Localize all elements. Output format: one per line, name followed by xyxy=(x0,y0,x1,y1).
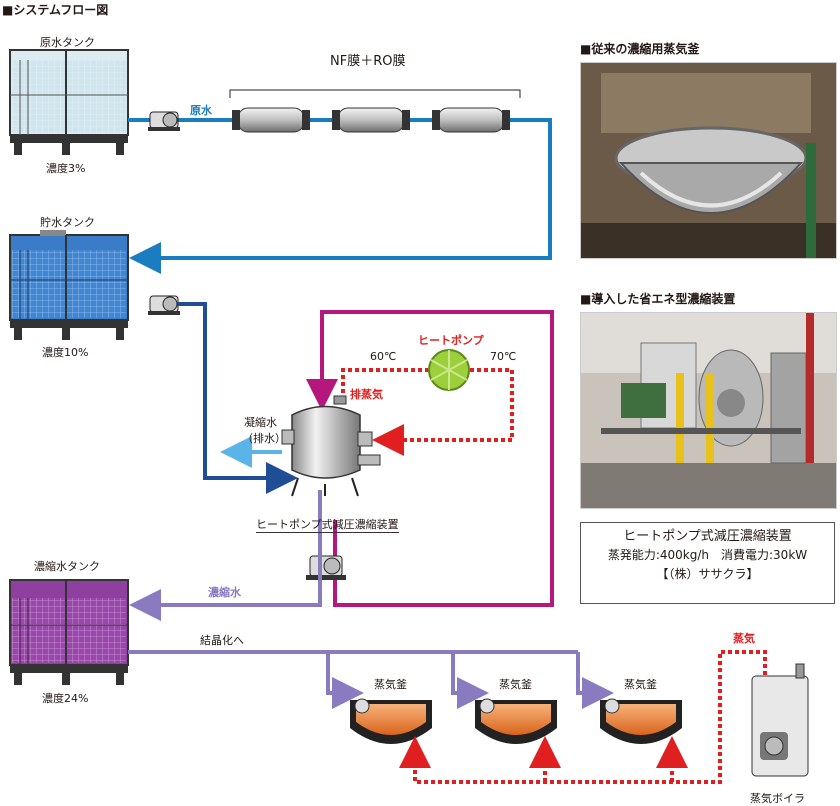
concentrate-tank xyxy=(9,579,129,685)
raw-water-tank xyxy=(9,49,129,155)
kettle-label-2: 蒸気釜 xyxy=(499,678,532,691)
raw-tank-concentration: 濃度3% xyxy=(46,162,86,175)
new-device-photo xyxy=(580,312,837,509)
storage-pump xyxy=(148,295,180,315)
conventional-kettle-photo xyxy=(580,62,837,259)
membrane-modules xyxy=(229,89,521,133)
page-title: ■システムフロー図 xyxy=(2,3,109,17)
condensate-label: 凝縮水 xyxy=(244,416,277,429)
heat-pump xyxy=(428,349,470,391)
storage-tank xyxy=(9,230,129,340)
drain-label: （排水） xyxy=(242,432,286,445)
concentrator-vessel xyxy=(281,395,381,497)
spec-title: ヒートポンプ式減圧濃縮装置 xyxy=(623,529,792,544)
spec-maker: 【（株）ササクラ】 xyxy=(656,567,759,581)
kettle-1 xyxy=(350,698,432,744)
boiler-label: 蒸気ボイラ xyxy=(750,792,805,805)
magenta-loop xyxy=(306,310,554,607)
heat-pump-temp-in: 60℃ xyxy=(370,350,397,363)
concentrate-tank-label: 濃縮水タンク xyxy=(34,560,100,573)
exhaust-steam-label: 排蒸気 xyxy=(350,388,383,401)
heat-pump-temp-out: 70℃ xyxy=(490,350,517,363)
raw-tank-label: 原水タンク xyxy=(40,36,95,49)
concentrator-label: ヒートポンプ式減圧濃縮装置 xyxy=(256,518,399,533)
storage-tank-label: 貯水タンク xyxy=(40,216,95,229)
concentrate-pump xyxy=(306,555,346,580)
steam-line xyxy=(399,650,767,784)
steam-boiler xyxy=(751,663,809,777)
membrane-label: NF膜＋RO膜 xyxy=(330,54,406,69)
concentrate-tank-concentration: 濃度24% xyxy=(42,692,89,705)
raw-water-label: 原水 xyxy=(190,104,212,117)
kettle-3 xyxy=(600,698,682,744)
concentrate-line xyxy=(129,490,322,621)
new-device-photo-title: ■導入した省エネ型濃縮装置 xyxy=(580,292,736,306)
spec-details: 蒸発能力:400kg/h 消費電力:30kW xyxy=(607,548,808,562)
feed-line xyxy=(178,302,298,494)
steam-label: 蒸気 xyxy=(733,632,755,645)
kettle-label-3: 蒸気釜 xyxy=(624,678,657,691)
kettle-2 xyxy=(475,698,557,744)
crystallization-line xyxy=(128,650,614,709)
kettle-label-1: 蒸気釜 xyxy=(374,678,407,691)
conventional-photo-title: ■従来の濃縮用蒸気釜 xyxy=(580,42,700,56)
spec-box: ヒートポンプ式減圧濃縮装置 蒸発能力:400kg/h 消費電力:30kW 【（株… xyxy=(580,522,835,604)
raw-water-line xyxy=(128,118,552,258)
storage-tank-concentration: 濃度10% xyxy=(42,346,89,359)
to-crystallization-label: 結晶化へ xyxy=(200,634,244,647)
heat-pump-loop xyxy=(341,368,514,456)
heat-pump-label: ヒートポンプ xyxy=(418,334,484,347)
concentrated-water-label: 濃縮水 xyxy=(208,586,241,599)
raw-water-pump xyxy=(148,111,180,131)
